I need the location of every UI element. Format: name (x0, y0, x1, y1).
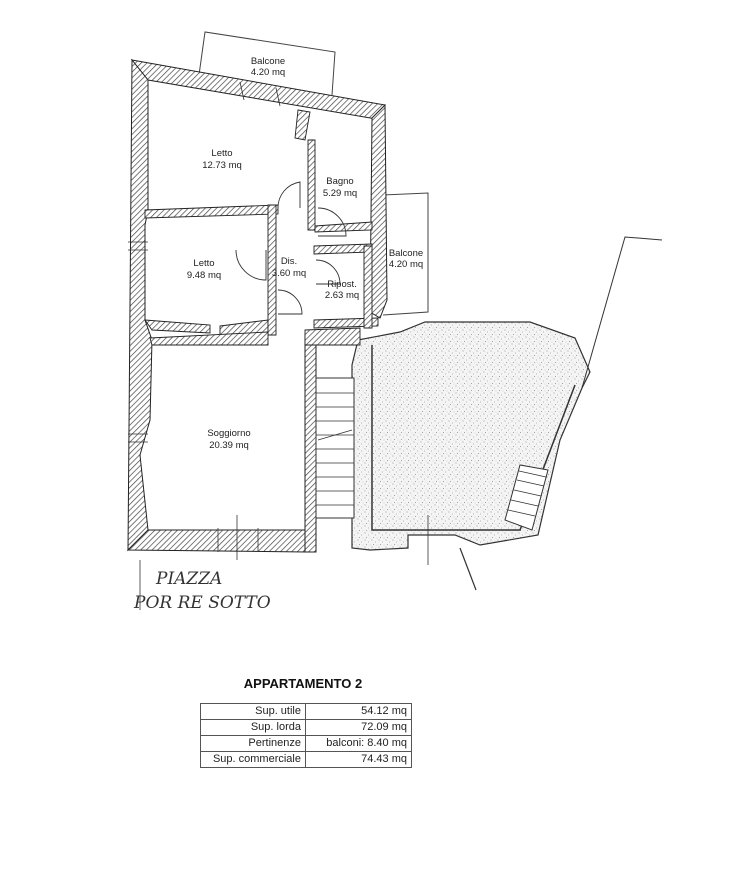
summary-table: Sup. utile 54.12 mq Sup. lorda 72.09 mq … (200, 703, 412, 768)
courtyard-stair (504, 464, 549, 531)
room-name-bagno: Bagno (326, 176, 353, 187)
summary-label: Pertinenze (200, 735, 306, 752)
summary-value: balconi: 8.40 mq (305, 735, 412, 752)
balcony-side (382, 192, 429, 316)
room-area-disimpegno: 3.60 mq (272, 268, 306, 279)
summary-label: Sup. lorda (200, 719, 306, 736)
door-swings (235, 181, 347, 315)
floor-plan: Balcone 4.20 mq Letto 12.73 mq Bagno 5.2… (126, 31, 663, 613)
room-name-ripostiglio: Ripost. (327, 279, 357, 290)
summary-row-sup-lorda: Sup. lorda 72.09 mq (200, 719, 412, 736)
room-name-letto-1: Letto (211, 148, 232, 159)
handwritten-note-line-1: PIAZZA (155, 569, 222, 589)
summary-title: APPARTAMENTO 2 (243, 676, 363, 691)
room-area-bagno: 5.29 mq (323, 188, 357, 199)
summary-row-sup-commerciale: Sup. commerciale 74.43 mq (200, 751, 412, 768)
room-area-balcone-side: 4.20 mq (389, 259, 423, 270)
summary-label: Sup. utile (200, 703, 306, 720)
room-area-balcone-top: 4.20 mq (251, 67, 285, 78)
room-area-ripostiglio: 2.63 mq (325, 290, 359, 301)
summary-section: APPARTAMENTO 2 Sup. utile 54.12 mq Sup. … (200, 676, 412, 768)
room-name-disimpegno: Dis. (281, 256, 297, 267)
outer-walls (126, 58, 388, 553)
summary-value: 54.12 mq (305, 703, 412, 720)
interior-walls (144, 109, 379, 346)
summary-label: Sup. commerciale (200, 751, 306, 768)
room-name-balcone-top: Balcone (251, 56, 285, 67)
interior-stair (315, 377, 355, 519)
room-name-balcone-side: Balcone (389, 248, 423, 259)
summary-row-sup-utile: Sup. utile 54.12 mq (200, 703, 412, 720)
summary-row-pertinenze: Pertinenze balconi: 8.40 mq (200, 735, 412, 752)
summary-value: 72.09 mq (305, 719, 412, 736)
room-name-letto-2: Letto (193, 258, 214, 269)
room-area-soggiorno: 20.39 mq (209, 440, 249, 451)
window-markers (128, 81, 429, 610)
room-area-letto-2: 9.48 mq (187, 270, 221, 281)
summary-value: 74.43 mq (305, 751, 412, 768)
room-area-letto-1: 12.73 mq (202, 160, 242, 171)
room-name-soggiorno: Soggiorno (207, 428, 250, 439)
handwritten-note-line-2: POR RE SOTTO (133, 593, 271, 613)
